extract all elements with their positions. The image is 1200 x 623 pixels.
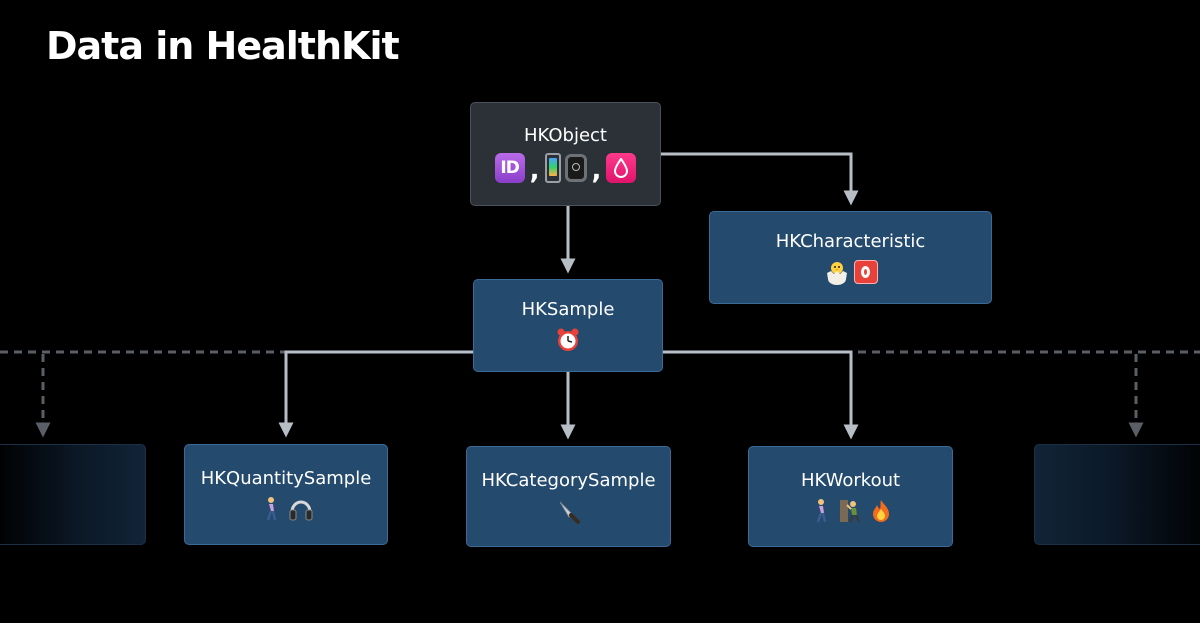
arrow-sample-to-quantity [278,350,474,438]
ghost-node-left [0,444,146,545]
hkcharacteristic-label: HKCharacteristic [775,230,926,252]
hkworkout-label: HKWorkout [800,469,901,491]
hksample-node: HKSample [473,279,663,372]
apple-watch-icon [564,154,587,182]
alarm-clock-icon [557,328,579,351]
arrow-sample-to-workout [662,350,859,440]
hkquantitysample-label: HKQuantitySample [200,467,372,489]
hkquantitysample-node: HKQuantitySample [184,444,388,545]
separator-comma: , [529,156,540,186]
ghost-node-right [1034,444,1200,545]
hkcategorysample-node: HKCategorySample [466,446,671,547]
fire-icon [872,499,889,522]
hkcategorysample-label: HKCategorySample [481,469,656,491]
knife-icon [559,501,580,524]
arrow-object-to-characteristic [660,152,859,206]
slide-title: Data in HealthKit [46,24,400,68]
hkcharacteristic-node: HKCharacteristic [709,211,992,304]
blood-drop-icon [606,153,637,183]
separator-comma: , [591,156,602,186]
hkquantitysample-icons [258,496,314,522]
hatching-chick-icon [826,261,847,285]
hksample-label: HKSample [521,298,615,320]
id-badge-icon: ID [494,153,525,183]
hkworkout-icons [808,498,894,524]
hkworkout-node: HKWorkout [748,446,953,547]
walking-person-icon [816,498,826,522]
blood-type-o-icon [853,259,878,284]
walking-person-icon [266,496,277,520]
hkcharacteristic-icons [824,259,878,285]
headphones-icon [289,500,313,520]
hkobject-icons: ID , , [494,153,637,186]
climbing-person-icon [839,499,860,522]
hkobject-node: HKObject ID , , [470,102,661,206]
hkcategorysample-icons [556,498,582,524]
iphone-icon [544,153,561,183]
hkobject-label: HKObject [524,125,607,146]
hksample-icons [555,327,581,353]
